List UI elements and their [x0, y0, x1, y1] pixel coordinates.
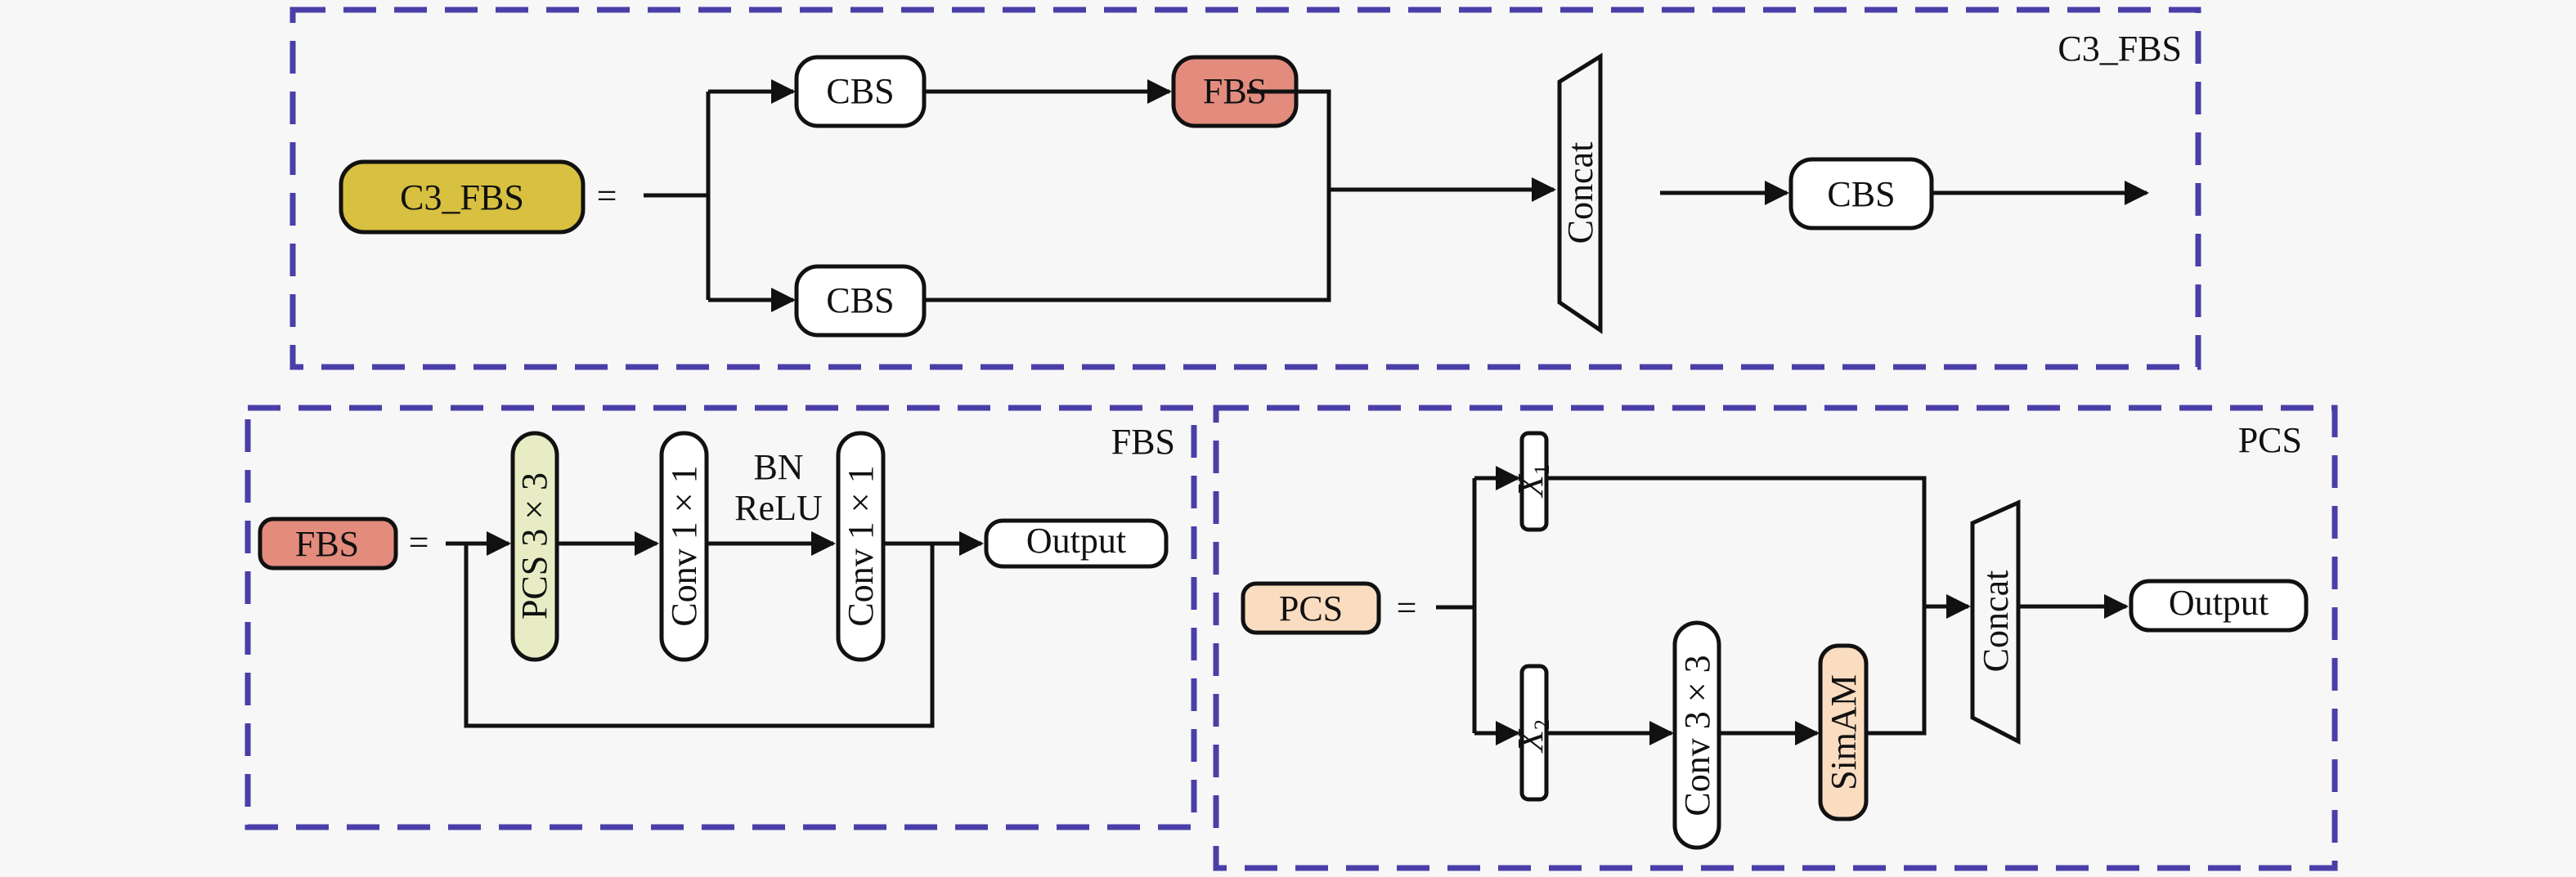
pcs-x2-label: X2	[1510, 719, 1554, 754]
pcs-input-block[interactable]: PCS	[1241, 581, 1381, 635]
fbs-conv2-block[interactable]: Conv 1 × 1	[836, 431, 886, 662]
c3fbs-concat-block[interactable]: Concat	[1557, 52, 1603, 334]
panel-c3fbs-title: C3_FBS	[2058, 29, 2182, 69]
c3fbs-cbs-top-label: CBS	[826, 71, 894, 111]
c3fbs-split-wire	[644, 92, 711, 300]
c3fbs-input-label: C3_FBS	[400, 177, 524, 217]
pcs-x2-block[interactable]: X2	[1510, 664, 1554, 802]
c3fbs-cbs-top-block[interactable]: CBS	[794, 55, 927, 128]
fbs-relu-label: ReLU	[734, 488, 823, 528]
pcs-equals: =	[1397, 588, 1417, 628]
pcs-output-block[interactable]: Output	[2129, 579, 2309, 633]
pcs-concat-shape[interactable]	[1970, 499, 2021, 745]
c3fbs-concat-shape[interactable]	[1557, 52, 1603, 334]
c3fbs-concat-label: Concat	[1560, 142, 1600, 244]
panel-fbs: FBS FBS = PCS 3 × 3 Conv 1 × 1 BN ReLU C…	[245, 405, 1197, 830]
panel-fbs-title: FBS	[1111, 422, 1175, 462]
panel-fbs-frame	[245, 405, 1197, 830]
panel-pcs-title: PCS	[2238, 420, 2302, 460]
pcs-input-shape[interactable]	[1241, 581, 1381, 635]
pcs-simam-block[interactable]: SimAM	[1818, 643, 1869, 821]
pcs-split-wire	[1436, 478, 1477, 733]
pcs-x1-shape[interactable]	[1519, 431, 1549, 532]
panel-c3fbs-frame	[289, 7, 2201, 370]
fbs-pcs3x3-block[interactable]: PCS 3 × 3	[510, 431, 559, 662]
fbs-output-block[interactable]: Output	[984, 518, 1169, 569]
fbs-residual-wire	[464, 544, 935, 728]
c3fbs-input-shape[interactable]	[339, 159, 586, 235]
pcs-simam-label: SimAM	[1824, 674, 1864, 790]
pcs-input-label: PCS	[1279, 588, 1343, 629]
pcs-concat-label: Concat	[1976, 570, 2016, 673]
pcs-x1-label: X1	[1510, 464, 1554, 499]
c3fbs-equals: =	[597, 176, 617, 216]
pcs-x2-main: X	[1510, 728, 1551, 754]
fbs-input-shape[interactable]	[258, 517, 398, 570]
fbs-input-label: FBS	[295, 524, 359, 564]
c3fbs-cbs-out-block[interactable]: CBS	[1788, 157, 1934, 230]
fbs-conv1-block[interactable]: Conv 1 × 1	[659, 431, 709, 662]
pcs-x2-sub: 2	[1530, 719, 1554, 730]
pcs-conv-label: Conv 3 × 3	[1677, 655, 1717, 816]
pcs-output-label: Output	[2169, 583, 2269, 623]
pcs-output-shape[interactable]	[2129, 579, 2309, 633]
pcs-x1-block[interactable]: X1	[1510, 431, 1554, 532]
pcs-conv-block[interactable]: Conv 3 × 3	[1672, 620, 1721, 850]
panel-pcs: PCS PCS = X1 X2 Conv 3 × 3 SimAM	[1213, 405, 2338, 871]
panel-c3fbs: C3_FBS C3_FBS = CBS FBS CBS	[289, 7, 2201, 370]
fbs-equals: =	[409, 522, 429, 562]
c3fbs-input-block[interactable]: C3_FBS	[339, 159, 586, 235]
c3fbs-cbs-out-label: CBS	[1827, 174, 1895, 214]
panel-pcs-frame	[1213, 405, 2338, 871]
c3fbs-fbs-block[interactable]: FBS	[1171, 55, 1299, 128]
c3fbs-cbs-bottom-block[interactable]: CBS	[794, 264, 927, 338]
fbs-pcs3x3-shape[interactable]	[510, 431, 559, 662]
fbs-conv1-label: Conv 1 × 1	[664, 465, 704, 626]
fbs-conv1-shape[interactable]	[659, 431, 709, 662]
fbs-output-shape[interactable]	[984, 518, 1169, 569]
fbs-conv2-label: Conv 1 × 1	[841, 465, 881, 626]
fbs-conv2-shape[interactable]	[836, 431, 886, 662]
fbs-bn-label: BN	[753, 447, 803, 487]
fbs-output-label: Output	[1026, 521, 1126, 561]
pcs-x1-sub: 1	[1530, 464, 1554, 475]
pcs-concat-block[interactable]: Concat	[1970, 499, 2021, 745]
fbs-input-block[interactable]: FBS	[258, 517, 398, 570]
c3fbs-merge-wire	[924, 89, 1331, 302]
pcs-x1-main: X	[1510, 473, 1551, 499]
fbs-pcs3x3-label: PCS 3 × 3	[514, 472, 554, 620]
c3fbs-cbs-bottom-label: CBS	[826, 280, 894, 320]
